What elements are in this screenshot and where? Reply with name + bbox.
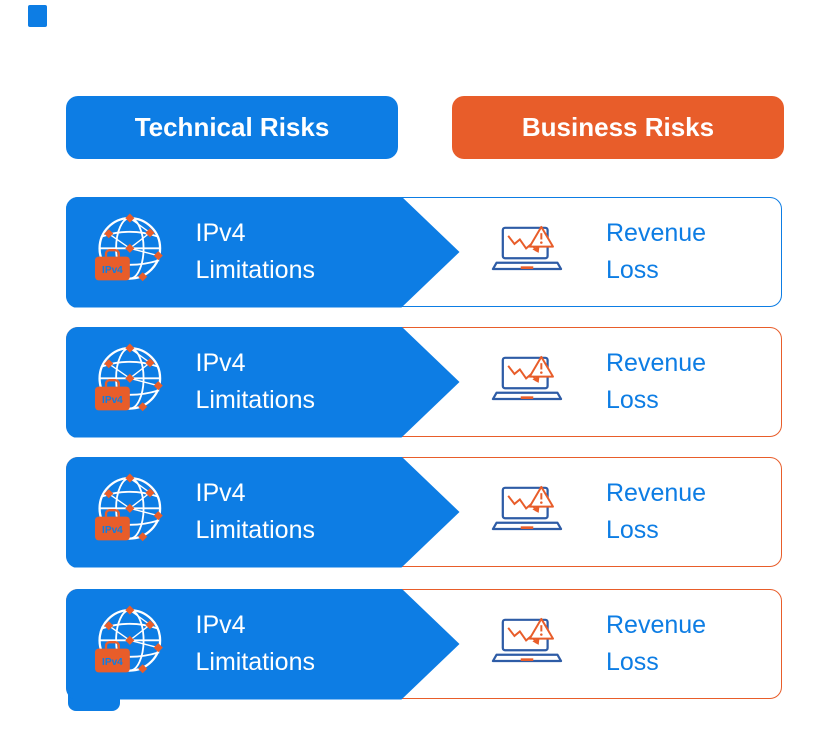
decorative-shape-top-left xyxy=(28,5,47,27)
globe-network-ipv4-icon: IPv4 xyxy=(84,208,172,296)
business-risk-content: Revenue Loss xyxy=(484,590,756,698)
business-risks-header-label: Business Risks xyxy=(521,112,715,142)
ipv4-badge-text: IPv4 xyxy=(102,657,123,668)
technical-risk-label: IPv4 Limitations xyxy=(195,478,316,545)
risk-row: IPv4 IPv4 Limitations Revenue Loss xyxy=(65,456,782,568)
business-risk-label: Revenue Loss xyxy=(606,348,707,415)
laptop-revenue-decline-icon xyxy=(484,615,570,673)
risk-row: IPv4 IPv4 Limitations Revenue Loss xyxy=(65,588,782,700)
laptop-revenue-decline-icon xyxy=(484,353,570,411)
risk-row: IPv4 IPv4 Limitations Revenue Loss xyxy=(65,196,782,308)
business-risk-content: Revenue Loss xyxy=(484,458,756,566)
business-risk-label: Revenue Loss xyxy=(606,218,707,285)
laptop-revenue-decline-icon xyxy=(484,223,570,281)
technical-risk-arrow: IPv4 IPv4 Limitations xyxy=(65,196,460,308)
business-risk-content: Revenue Loss xyxy=(484,198,756,306)
risk-row: IPv4 IPv4 Limitations Revenue Loss xyxy=(65,326,782,438)
globe-network-ipv4-icon: IPv4 xyxy=(84,338,172,426)
ipv4-badge-text: IPv4 xyxy=(102,265,123,276)
technical-risk-arrow: IPv4 IPv4 Limitations xyxy=(65,588,460,700)
technical-risk-label: IPv4 Limitations xyxy=(195,218,316,285)
business-risk-content: Revenue Loss xyxy=(484,328,756,436)
ipv4-badge-text: IPv4 xyxy=(102,395,123,406)
globe-network-ipv4-icon: IPv4 xyxy=(84,468,172,556)
business-risks-header: Business Risks xyxy=(452,96,784,159)
ipv4-badge-text: IPv4 xyxy=(102,525,123,536)
globe-network-ipv4-icon: IPv4 xyxy=(84,600,172,688)
business-risk-label: Revenue Loss xyxy=(606,478,707,545)
laptop-revenue-decline-icon xyxy=(484,483,570,541)
technical-risk-arrow: IPv4 IPv4 Limitations xyxy=(65,456,460,568)
technical-risk-label: IPv4 Limitations xyxy=(195,610,316,677)
technical-risks-header-label: Technical Risks xyxy=(134,112,330,142)
technical-risks-header: Technical Risks xyxy=(66,96,398,159)
technical-risk-label: IPv4 Limitations xyxy=(195,348,316,415)
technical-risk-arrow: IPv4 IPv4 Limitations xyxy=(65,326,460,438)
business-risk-label: Revenue Loss xyxy=(606,610,707,677)
